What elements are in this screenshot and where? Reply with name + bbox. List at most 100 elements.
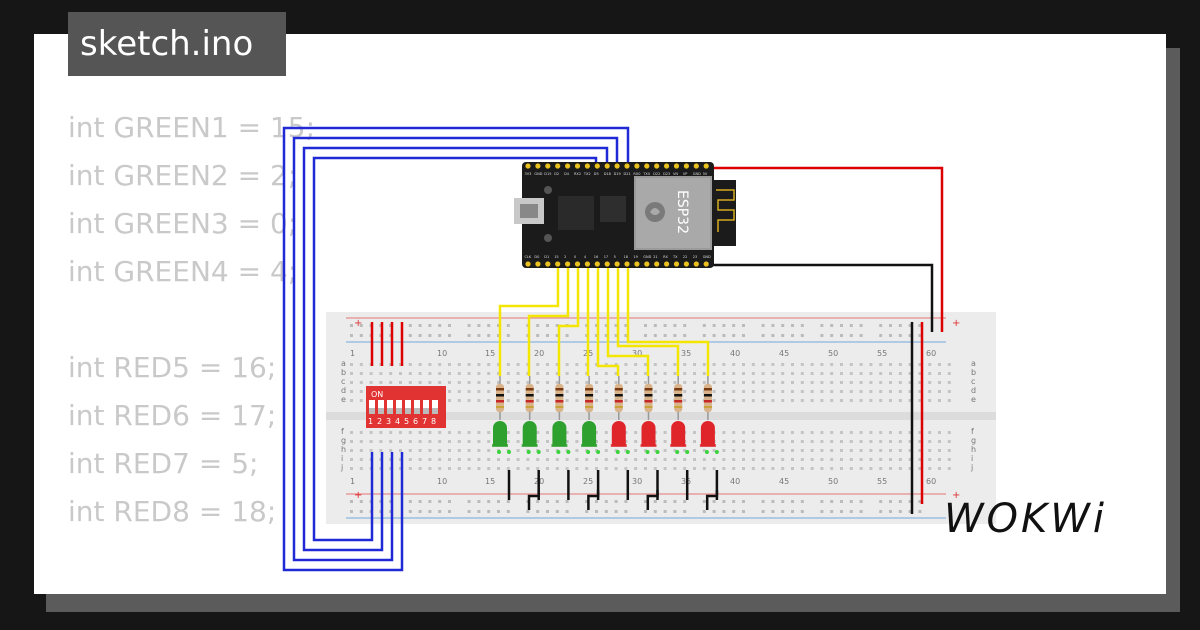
resistor[interactable]: [525, 384, 534, 412]
led[interactable]: [611, 421, 626, 446]
hole: [438, 467, 442, 470]
header-pin[interactable]: [555, 163, 561, 169]
dip-toggle[interactable]: [423, 400, 429, 414]
header-pin[interactable]: [693, 261, 699, 267]
header-pin[interactable]: [673, 261, 680, 267]
header-pin[interactable]: [703, 163, 709, 169]
led[interactable]: [522, 421, 537, 446]
dip-toggle[interactable]: [396, 400, 402, 414]
header-pin[interactable]: [565, 261, 571, 267]
pin-label: RX: [663, 255, 668, 259]
led[interactable]: [552, 421, 567, 446]
dip-toggle[interactable]: [387, 400, 393, 414]
led[interactable]: [493, 421, 507, 446]
regulator-chip: [600, 196, 626, 222]
dip-toggle[interactable]: [378, 400, 384, 414]
led[interactable]: [671, 421, 686, 446]
dip-toggle[interactable]: [369, 400, 375, 414]
hole: [820, 440, 824, 443]
led[interactable]: [700, 421, 715, 446]
hole: [448, 390, 451, 393]
led-pin-marker: [625, 450, 630, 454]
header-pin[interactable]: [604, 261, 610, 267]
dip-toggle[interactable]: [405, 400, 411, 414]
rail-hole: [781, 324, 785, 327]
hole: [467, 458, 471, 461]
resistor[interactable]: [703, 384, 712, 412]
hole: [389, 467, 393, 470]
resistor[interactable]: [674, 384, 683, 412]
resistor[interactable]: [496, 384, 504, 412]
dip-switch[interactable]: ON 1 2 3 4 5 6 7 8: [366, 386, 446, 428]
header-pin[interactable]: [545, 261, 551, 267]
header-pin[interactable]: [545, 163, 551, 169]
header-pin[interactable]: [683, 261, 690, 267]
hole: [565, 431, 569, 434]
header-pin[interactable]: [594, 163, 600, 169]
header-pin[interactable]: [634, 261, 640, 267]
hole: [869, 440, 873, 443]
hole: [800, 467, 804, 470]
hole: [683, 449, 687, 452]
header-pin[interactable]: [614, 163, 620, 169]
header-pin[interactable]: [634, 163, 640, 169]
rail-hole: [389, 324, 393, 327]
hole: [947, 431, 951, 434]
header-pin[interactable]: [565, 163, 571, 169]
header-pin[interactable]: [535, 261, 541, 267]
header-pin[interactable]: [525, 163, 531, 169]
led-pin-marker: [596, 450, 601, 454]
header-pin[interactable]: [664, 261, 670, 267]
header-pin[interactable]: [683, 163, 690, 169]
rail-hole: [555, 324, 559, 327]
hole: [575, 440, 579, 443]
header-pin[interactable]: [584, 163, 591, 169]
rail-hole: [653, 334, 657, 337]
header-pin[interactable]: [594, 261, 600, 267]
header-pin[interactable]: [624, 261, 630, 267]
header-pin[interactable]: [703, 261, 709, 267]
hole: [624, 372, 628, 375]
led-rim: [492, 444, 508, 447]
dip-toggle[interactable]: [432, 400, 438, 414]
header-pin[interactable]: [644, 261, 650, 267]
dip-toggle[interactable]: [414, 400, 420, 414]
hole: [898, 467, 902, 470]
header-pin[interactable]: [555, 261, 561, 267]
header-pin[interactable]: [574, 163, 581, 169]
header-pin[interactable]: [673, 163, 680, 169]
boot-button[interactable]: [544, 234, 552, 242]
resistor[interactable]: [555, 384, 564, 412]
header-pin[interactable]: [644, 163, 650, 169]
resistor[interactable]: [644, 384, 653, 412]
header-pin[interactable]: [654, 261, 660, 267]
header-pin[interactable]: [604, 163, 610, 169]
led[interactable]: [582, 421, 597, 446]
hole: [898, 390, 902, 393]
header-pin[interactable]: [624, 163, 630, 169]
header-pin[interactable]: [614, 261, 620, 267]
header-pin[interactable]: [574, 261, 581, 267]
sketch-file-title[interactable]: sketch.ino: [68, 12, 286, 76]
hole: [438, 440, 442, 443]
hole: [722, 458, 726, 461]
header-pin[interactable]: [664, 163, 670, 169]
hole: [663, 431, 667, 434]
header-pin[interactable]: [693, 163, 699, 169]
hole: [693, 399, 696, 402]
dip-toggle-knob: [378, 408, 384, 414]
header-pin[interactable]: [584, 261, 591, 267]
led-pin-marker: [615, 450, 620, 454]
rail-hole: [614, 510, 618, 513]
header-pin[interactable]: [525, 261, 531, 267]
resistor[interactable]: [585, 384, 594, 412]
row-label: g: [341, 436, 346, 445]
resistor[interactable]: [614, 384, 623, 412]
header-pin[interactable]: [535, 163, 541, 169]
hole: [487, 458, 491, 461]
led[interactable]: [641, 421, 656, 446]
rail-hole: [428, 500, 432, 503]
en-button[interactable]: [544, 186, 552, 194]
header-pin[interactable]: [654, 163, 660, 169]
